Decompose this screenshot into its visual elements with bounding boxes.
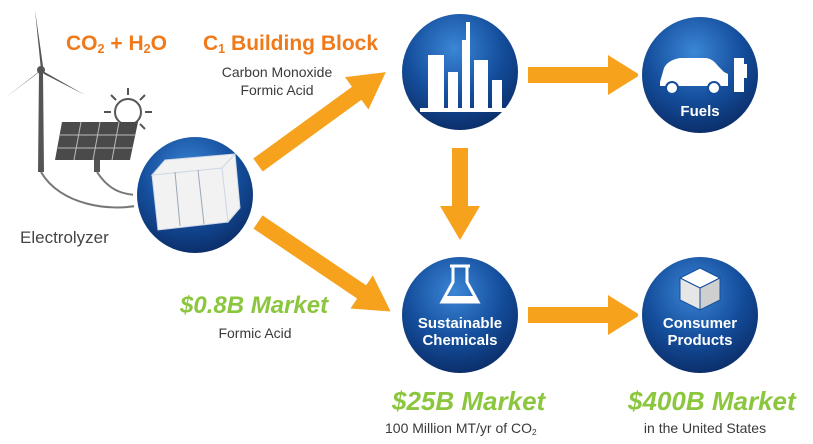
consumer-label: Consumer Products: [640, 315, 760, 349]
building-block-title: C1 Building Block: [203, 32, 379, 57]
arrow-refinery-to-fuels: [528, 55, 640, 95]
chemicals-label-line1: Sustainable: [417, 315, 503, 332]
chemicals-label-line2: Chemicals: [422, 332, 498, 349]
node-chemicals: [398, 253, 522, 377]
refinery-icon: [420, 22, 508, 112]
fuels-label: Fuels: [680, 103, 720, 120]
node-electrolyzer: [133, 133, 257, 257]
electrolyzer-icon: [150, 152, 241, 231]
arrow-electrolyzer-to-refinery: [253, 72, 386, 172]
consumer-label-line2: Products: [667, 332, 733, 349]
flow-arrows: [253, 55, 640, 335]
arrow-chemicals-to-consumer: [528, 295, 640, 335]
box-icon: [678, 267, 722, 311]
building-block-line2: Formic Acid: [240, 82, 314, 98]
market-large-detail: in the United States: [643, 420, 767, 436]
arrow-refinery-to-chemicals: [440, 148, 480, 240]
market-large-value: $400B Market: [628, 386, 796, 416]
market-small-detail: Formic Acid: [218, 325, 292, 341]
electrolyzer-label: Electrolyzer: [20, 228, 109, 247]
wind-turbine-icon: [5, 10, 85, 172]
fuel-pump-icon: [734, 58, 747, 92]
arrow-electrolyzer-to-chemicals: [253, 215, 391, 312]
car-icon: [660, 58, 728, 95]
power-wires: [40, 171, 141, 209]
sun-icon: [104, 88, 152, 136]
chemicals-label: Sustainable Chemicals: [400, 315, 520, 349]
node-refinery: [398, 10, 522, 134]
market-mid-detail: 100 Million MT/yr of CO2: [385, 420, 537, 438]
solar-panel-icon: [55, 121, 138, 172]
market-mid-value: $25B Market: [392, 386, 546, 416]
market-small-value: $0.8B Market: [180, 292, 329, 319]
node-fuels: [638, 13, 762, 137]
consumer-label-line1: Consumer: [662, 315, 738, 332]
node-consumer: [638, 253, 762, 377]
building-block-line1: Carbon Monoxide: [221, 64, 333, 80]
inputs-formula: CO2 + H2O: [66, 32, 167, 57]
